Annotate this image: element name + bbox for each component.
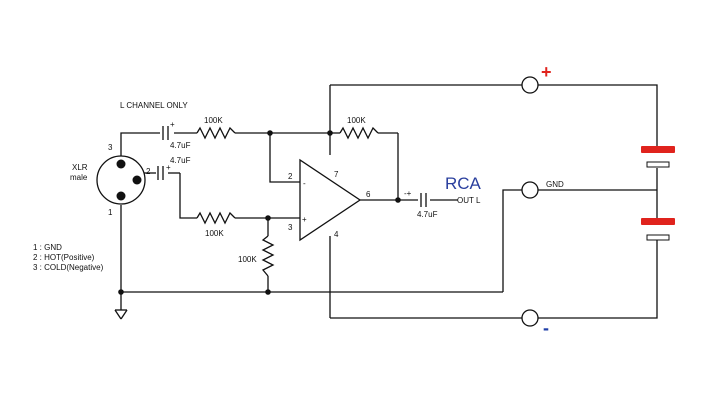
op-amp-pin6-label: 6 bbox=[366, 190, 371, 199]
resistor-ground-value: 100K bbox=[238, 255, 257, 264]
op-amp-noninverting-sign: + bbox=[302, 215, 307, 224]
op-amp: - + 2 3 7 4 6 bbox=[288, 158, 371, 242]
battery-bottom bbox=[641, 218, 675, 241]
negative-sign: - bbox=[543, 318, 549, 338]
capacitor-pin3-polarity: + bbox=[170, 120, 175, 129]
xlr-pin2-label: 2 bbox=[146, 167, 151, 176]
supply-terminals: + GND - bbox=[521, 62, 564, 338]
xlr-pin-1-contact bbox=[116, 191, 126, 201]
legend-line-2: 2 : HOT(Positive) bbox=[33, 253, 95, 262]
channel-note: L CHANNEL ONLY bbox=[120, 101, 188, 110]
xlr-label-line1: XLR bbox=[72, 163, 88, 172]
xlr-label-line2: male bbox=[70, 173, 88, 182]
resistor-input-top-value: 100K bbox=[204, 116, 223, 125]
op-amp-pin2-label: 2 bbox=[288, 172, 293, 181]
op-amp-pin7-label: 7 bbox=[334, 170, 339, 179]
capacitor-pin3: + 4.7uF bbox=[162, 120, 191, 150]
output-label: OUT L bbox=[457, 196, 481, 205]
resistor-feedback-value: 100K bbox=[347, 116, 366, 125]
terminal-positive bbox=[521, 76, 539, 94]
op-amp-pin3-label: 3 bbox=[288, 223, 293, 232]
xlr-pin-3-contact bbox=[116, 159, 126, 169]
capacitor-pin3-value: 4.7uF bbox=[170, 141, 191, 150]
xlr-pin1-label: 1 bbox=[108, 208, 113, 217]
capacitor-output-polarity: -+ bbox=[404, 189, 412, 198]
rca-title: RCA bbox=[445, 174, 482, 193]
legend-line-1: 1 : GND bbox=[33, 243, 62, 252]
capacitor-output-value: 4.7uF bbox=[417, 210, 438, 219]
resistor-input-bottom-value: 100K bbox=[205, 229, 224, 238]
pin-legend: 1 : GND 2 : HOT(Positive) 3 : COLD(Negat… bbox=[33, 243, 104, 272]
positive-sign: + bbox=[541, 62, 552, 82]
resistor-input-top: 100K bbox=[196, 116, 236, 140]
ground-icon bbox=[114, 309, 128, 320]
capacitor-output: -+ 4.7uF bbox=[404, 189, 438, 219]
xlr-connector: XLR male 3 2 1 bbox=[70, 143, 151, 217]
xlr-pin3-label: 3 bbox=[108, 143, 113, 152]
resistor-feedback: 100K bbox=[339, 116, 379, 140]
op-amp-pin4-label: 4 bbox=[334, 230, 339, 239]
capacitor-pin2-value: 4.7uF bbox=[170, 156, 191, 165]
legend-line-3: 3 : COLD(Negative) bbox=[33, 263, 104, 272]
resistor-input-bottom: 100K bbox=[196, 211, 236, 238]
xlr-pin-2-contact bbox=[132, 175, 142, 185]
battery-top bbox=[641, 146, 675, 168]
ground-terminal-label: GND bbox=[546, 180, 564, 189]
op-amp-inverting-sign: - bbox=[303, 179, 306, 188]
capacitor-pin2: + 4.7uF bbox=[157, 156, 191, 180]
terminal-negative bbox=[521, 309, 539, 327]
capacitor-pin2-polarity: + bbox=[166, 163, 171, 172]
wires bbox=[120, 84, 658, 319]
junction-dots bbox=[118, 130, 401, 295]
resistor-ground: 100K bbox=[238, 235, 275, 277]
terminal-ground bbox=[521, 181, 539, 199]
